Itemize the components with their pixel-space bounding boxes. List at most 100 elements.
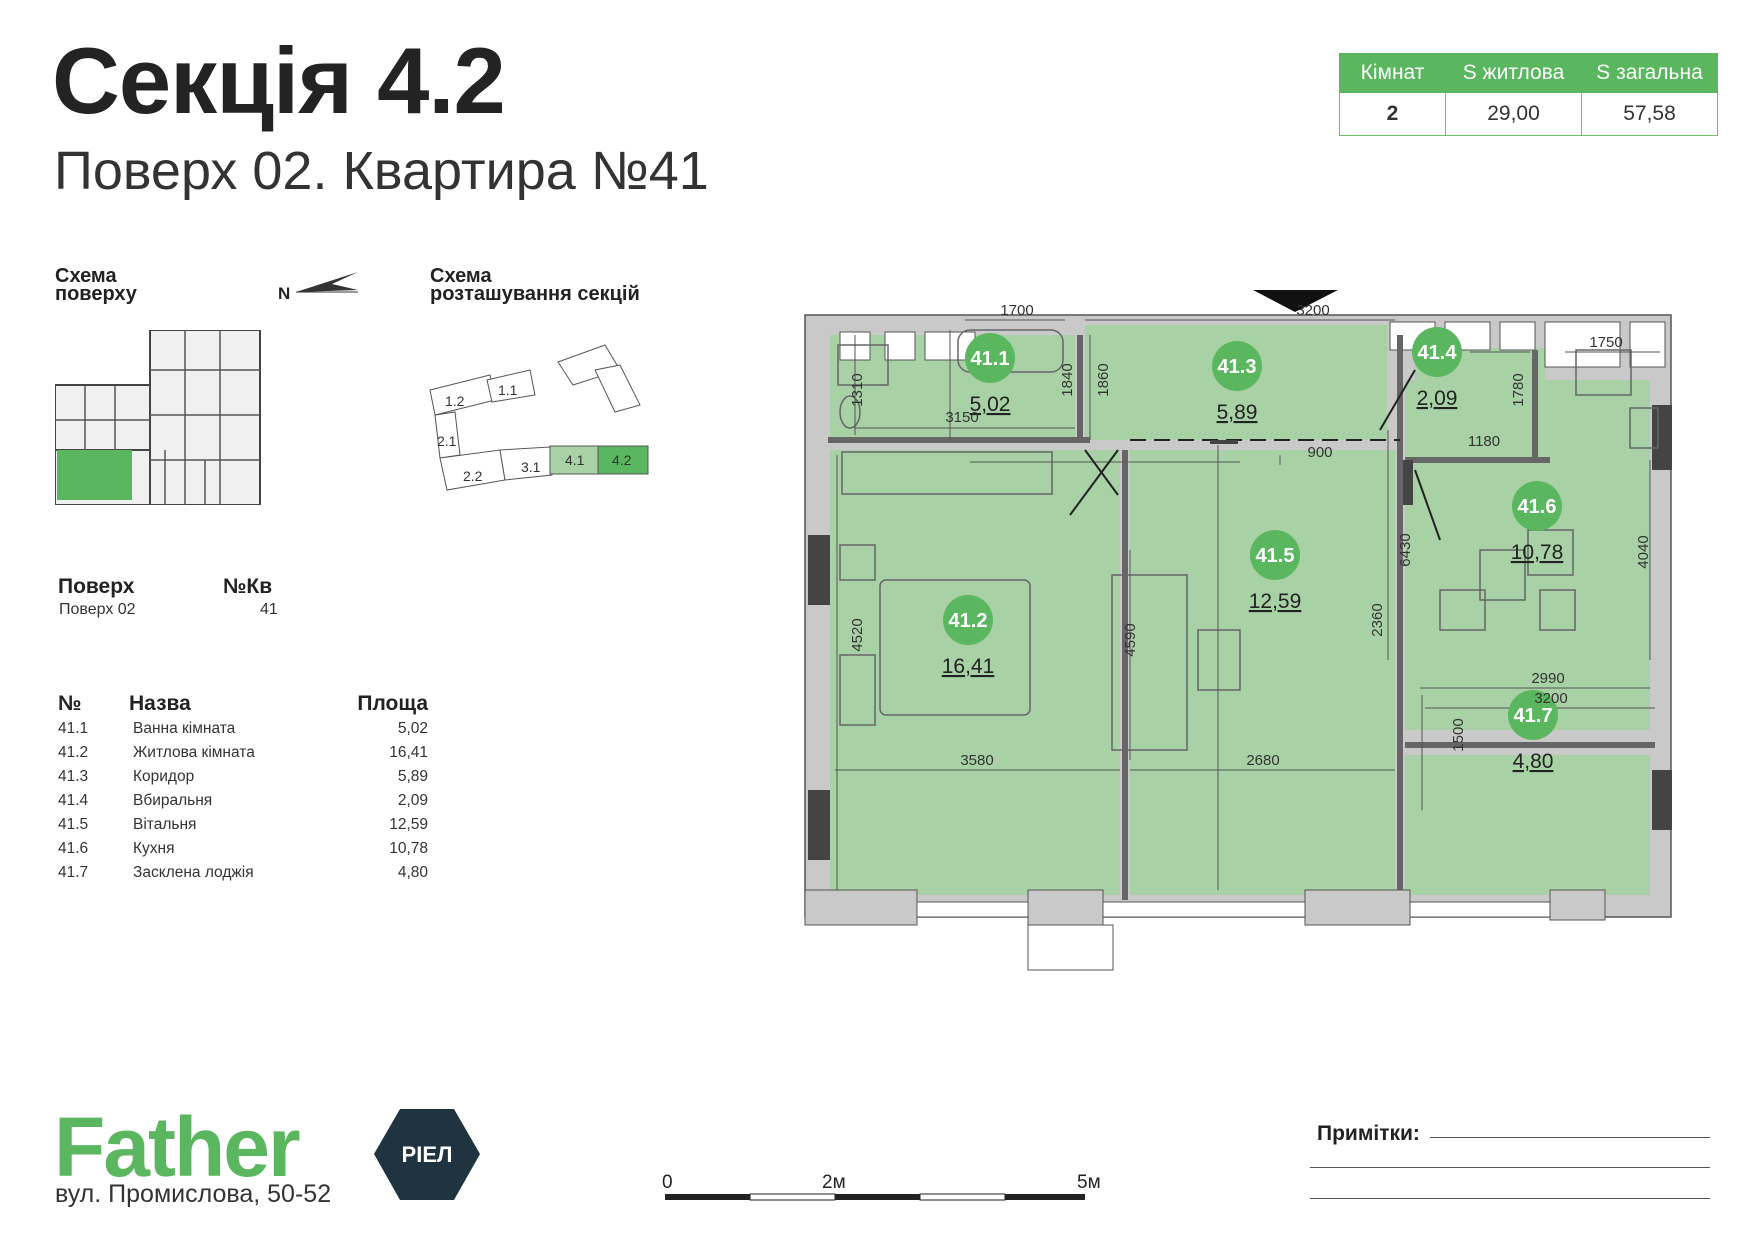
room-list-item: 41.6 Кухня 10,78 bbox=[58, 840, 436, 864]
room-marker-circle bbox=[1508, 690, 1558, 740]
room-num: 41.4 bbox=[58, 792, 89, 809]
room-name: Коридор bbox=[133, 768, 195, 785]
apartment-floor-plan: 41.15,0241.216,4141.35,8941.42,0941.512,… bbox=[804, 290, 1672, 971]
dimension-label: 2680 bbox=[1246, 752, 1279, 769]
room-name: Вітальня bbox=[133, 816, 197, 833]
room-area: 5,02 bbox=[397, 720, 428, 737]
section-label: 3.1 bbox=[521, 459, 541, 475]
room-marker-area: 5,89 bbox=[1217, 401, 1258, 424]
room-num: 41.1 bbox=[58, 720, 89, 737]
dimension-label: 6430 bbox=[1397, 533, 1414, 566]
room-name: Кухня bbox=[133, 840, 175, 857]
total-area-header: S загальна bbox=[1581, 53, 1718, 93]
notes-line bbox=[1430, 1137, 1710, 1138]
room-41-2 bbox=[830, 450, 1120, 895]
room-marker-id: 41.1 bbox=[971, 348, 1010, 370]
rooms-table-header: № Назва Площа bbox=[58, 692, 428, 715]
room-marker-id: 41.2 bbox=[949, 610, 988, 632]
room-marker-circle bbox=[965, 333, 1015, 383]
dimension-label: 3580 bbox=[960, 752, 993, 769]
room-marker-id: 41.7 bbox=[1514, 705, 1553, 727]
floor-header: Поверх bbox=[58, 575, 135, 598]
room-name: Ванна кімната bbox=[133, 720, 236, 737]
notes-line bbox=[1310, 1198, 1710, 1199]
section-label: 2.1 bbox=[437, 433, 457, 449]
floor-value: Поверх 02 bbox=[59, 601, 136, 618]
section-label: 1.2 bbox=[445, 393, 465, 409]
father-logo: Father bbox=[54, 1100, 301, 1194]
room-markers: 41.15,0241.216,4141.35,8941.42,0941.512,… bbox=[942, 327, 1564, 773]
scale-bar bbox=[665, 1193, 1085, 1201]
dimension-label: 2990 bbox=[1531, 670, 1564, 687]
room-area: 2,09 bbox=[397, 792, 428, 809]
apt-number-value: 41 bbox=[260, 601, 278, 618]
rooms-count-header: Кімнат bbox=[1339, 53, 1446, 93]
scale-label-2m: 2м bbox=[822, 1172, 846, 1193]
dimension-label: 1840 bbox=[1059, 363, 1076, 396]
dimension-label: 1750 bbox=[1589, 334, 1622, 351]
room-marker-area: 12,59 bbox=[1249, 590, 1302, 613]
apt-number-header: №Кв bbox=[223, 575, 273, 598]
section-label: 1.1 bbox=[498, 382, 518, 398]
room-num: 41.2 bbox=[58, 744, 89, 761]
section-scheme-map: 1.2 1.1 2.1 2.2 3.1 4.1 4.2 bbox=[429, 344, 649, 491]
room-num: 41.3 bbox=[58, 768, 89, 785]
room-marker-area: 10,78 bbox=[1511, 541, 1564, 564]
room-marker-area: 16,41 bbox=[942, 655, 995, 678]
room-marker-circle bbox=[1212, 341, 1262, 391]
total-area-value: 57,58 bbox=[1581, 92, 1718, 136]
section-title: Секція 4.2 bbox=[52, 28, 506, 133]
section-label: 2.2 bbox=[463, 468, 483, 484]
room-marker-id: 41.6 bbox=[1518, 496, 1557, 518]
room-marker-area: 2,09 bbox=[1417, 387, 1458, 410]
dimension-label: 3200 bbox=[1296, 302, 1329, 319]
dimension-label: 1780 bbox=[1510, 373, 1527, 406]
room-list-item: 41.3 Коридор 5,89 bbox=[58, 768, 436, 792]
living-area-value: 29,00 bbox=[1445, 92, 1582, 136]
room-marker-circle bbox=[1512, 481, 1562, 531]
dimension-label: 900 bbox=[1307, 444, 1332, 461]
dimension-label: 1180 bbox=[1468, 433, 1500, 450]
dimension-label: 4040 bbox=[1635, 535, 1652, 568]
room-num: 41.5 bbox=[58, 816, 89, 833]
dimension-label: 3150 bbox=[945, 409, 978, 426]
dimension-label: 1500 bbox=[1450, 718, 1467, 751]
floor-scheme-map bbox=[55, 330, 261, 505]
riel-badge: РІЕЛ bbox=[374, 1109, 480, 1200]
dimension-label: 1310 bbox=[849, 373, 866, 406]
room-area: 5,89 bbox=[397, 768, 428, 785]
summary-table: Кімнат S житлова S загальна 2 29,00 57,5… bbox=[1339, 53, 1718, 136]
section-label: 4.2 bbox=[612, 452, 632, 468]
room-area: 4,80 bbox=[397, 864, 428, 881]
room-name: Засклена лоджія bbox=[133, 864, 254, 881]
room-marker-id: 41.3 bbox=[1218, 356, 1257, 378]
dimension-labels: 1700 3200 1840 1860 1310 3150 900 1750 1780 1180 4… bbox=[849, 302, 1652, 769]
section-label: 4.1 bbox=[565, 452, 585, 468]
room-name: Вбиральня bbox=[133, 792, 213, 809]
dimension-label: 1860 bbox=[1095, 363, 1112, 396]
riel-badge-text: РІЕЛ bbox=[402, 1142, 453, 1167]
north-arrow-icon bbox=[296, 272, 358, 293]
dimension-label: 4590 bbox=[1122, 623, 1139, 656]
room-list-item: 41.7 Засклена лоджія 4,80 bbox=[58, 864, 436, 888]
dimension-label: 4520 bbox=[849, 618, 866, 651]
room-num: 41.7 bbox=[58, 864, 89, 881]
dimension-label: 3200 bbox=[1534, 690, 1567, 707]
section-scheme-label: Схема розташування секцій bbox=[430, 265, 640, 305]
north-label: N bbox=[278, 284, 291, 303]
room-area: 10,78 bbox=[389, 840, 428, 857]
apartment-subtitle: Поверх 02. Квартира №41 bbox=[54, 141, 709, 201]
room-marker-circle bbox=[943, 595, 993, 645]
room-marker-area: 4,80 bbox=[1513, 750, 1554, 773]
entrance-arrow-icon bbox=[1253, 290, 1338, 312]
room-41-7 bbox=[1405, 755, 1650, 895]
dimension-label: 1700 bbox=[1000, 302, 1033, 319]
room-list-item: 41.1 Ванна кімната 5,02 bbox=[58, 720, 436, 744]
room-num: 41.6 bbox=[58, 840, 89, 857]
address: вул. Промислова, 50-52 bbox=[55, 1180, 332, 1208]
scale-label-5m: 5м bbox=[1077, 1172, 1101, 1193]
